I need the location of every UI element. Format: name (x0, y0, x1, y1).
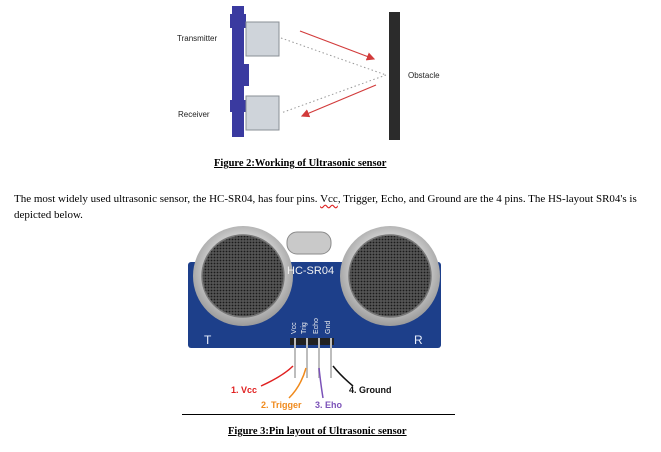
transmitter-box (245, 21, 280, 57)
pin-label-ground: 4. Ground (349, 385, 392, 395)
silk-trig: Trig (301, 322, 308, 334)
transducer-left (193, 226, 293, 326)
hc-sr04-pin-layout-image: T R HC-SR04 Vcc Trig Echo Gnd 1. Vcc 2. … (188, 226, 441, 410)
outgoing-arrow (299, 30, 376, 61)
pin-label-echo: 3. Eho (315, 400, 343, 410)
obstacle-label: Obstacle (408, 71, 440, 80)
silk-vcc: Vcc (291, 322, 298, 334)
transmitter-label: Transmitter (177, 34, 217, 43)
figure-3-divider (182, 414, 455, 415)
paragraph-text-after: , Trigger, Echo, and Ground are the 4 pi… (14, 193, 637, 221)
header-pins (290, 338, 334, 378)
receive-beam (280, 74, 387, 114)
crystal-oscillator (286, 231, 332, 255)
trigger-arrow (288, 367, 307, 399)
sensor-board (230, 6, 249, 137)
ground-arrow (332, 365, 354, 387)
pin-silk-labels: Vcc Trig Echo Gnd (291, 318, 332, 334)
vcc-arrow (260, 365, 294, 387)
return-arrow (300, 84, 377, 118)
pcb-corner-right: R (414, 333, 423, 347)
paragraph-text-before: The most widely used ultrasonic sensor, … (14, 193, 321, 205)
body-paragraph: The most widely used ultrasonic sensor, … (14, 192, 654, 223)
silk-echo: Echo (313, 318, 320, 334)
echo-arrow (318, 367, 324, 399)
ultrasonic-working-diagram: Transmitter Receiver Obstacle (177, 6, 440, 140)
silk-gnd: Gnd (325, 321, 332, 334)
figure-3-caption: Figure 3:Pin layout of Ultrasonic sensor (228, 426, 407, 437)
obstacle-wall (389, 12, 400, 140)
figure-2-caption: Figure 2:Working of Ultrasonic sensor (214, 158, 387, 169)
receiver-label: Receiver (178, 110, 210, 119)
pcb-corner-left: T (204, 333, 212, 347)
module-model-label: HC-SR04 (287, 265, 334, 277)
transducer-right (340, 226, 440, 326)
transmit-beam (280, 37, 387, 76)
pin-label-vcc: 1. Vcc (231, 385, 257, 395)
pin-label-trigger: 2. Trigger (261, 400, 302, 410)
receiver-box (245, 95, 280, 131)
paragraph-vcc-word: Vcc (320, 193, 338, 205)
